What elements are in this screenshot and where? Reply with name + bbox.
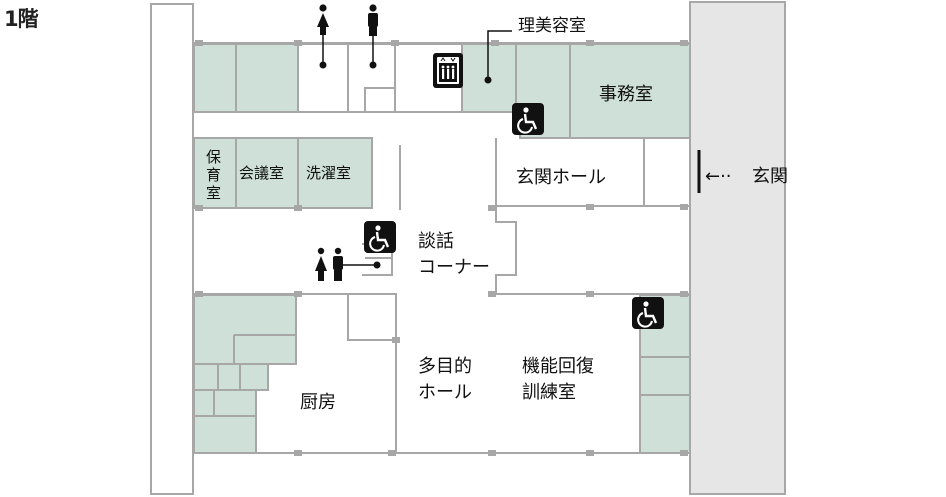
nursery-room	[193, 137, 237, 209]
kitchen-storage-5	[193, 389, 215, 417]
restroom-stall	[364, 87, 396, 113]
rehab-storage-2	[639, 356, 691, 396]
lounge-label-line2: コーナー	[418, 257, 490, 278]
unisex-restroom-icon	[315, 247, 381, 281]
kitchen-storage-7	[193, 415, 257, 454]
floor-label: 1階	[4, 7, 39, 31]
male-restroom-icon	[368, 4, 378, 69]
nursery-room-label-1: 保	[206, 148, 221, 166]
multipurpose-hall-label-line2: ホール	[418, 382, 472, 403]
laundry-room-label: 洗濯室	[306, 164, 351, 182]
lounge-label-line1: 談話	[418, 231, 454, 252]
wheelchair-accessible-icon	[632, 297, 664, 329]
office-room-label: 事務室	[599, 84, 653, 105]
north-room-1	[193, 43, 237, 113]
rehab-room-label-line1: 機能回復	[522, 356, 594, 377]
wall-posts	[195, 40, 688, 456]
kitchen-storage-3	[217, 363, 241, 391]
laundry-room	[297, 137, 373, 209]
kitchen-label: 厨房	[300, 392, 336, 413]
kitchen-storage-2	[193, 363, 219, 391]
wheelchair-accessible-icon	[512, 103, 544, 135]
office-room	[569, 43, 691, 139]
entrance-arrow: ←··	[705, 166, 732, 187]
north-room-2	[235, 43, 299, 113]
entrance-label: 玄関	[752, 166, 788, 187]
entrance-hall-label: 玄関ホール	[516, 167, 606, 188]
multipurpose-hall-label-line1: 多目的	[418, 356, 472, 377]
rehab-storage-3	[639, 394, 691, 454]
meeting-room-label: 会議室	[239, 164, 284, 182]
rehab-room-label-line2: 訓練室	[522, 382, 576, 403]
wheelchair-accessible-icon	[364, 221, 396, 253]
east-exterior-area	[689, 1, 786, 495]
meeting-room	[235, 137, 299, 209]
kitchen-storage-4	[239, 363, 269, 391]
barber-room-label: 理美容室	[518, 16, 586, 36]
west-exterior-wall	[150, 3, 194, 495]
female-restroom-icon	[317, 4, 329, 69]
elevator-icon	[433, 53, 463, 88]
nursery-room-label-2: 育	[206, 166, 221, 184]
kitchen-storage-1	[193, 294, 297, 365]
nursery-room-label-3: 室	[206, 184, 221, 202]
kitchen-storage-6	[213, 389, 257, 417]
